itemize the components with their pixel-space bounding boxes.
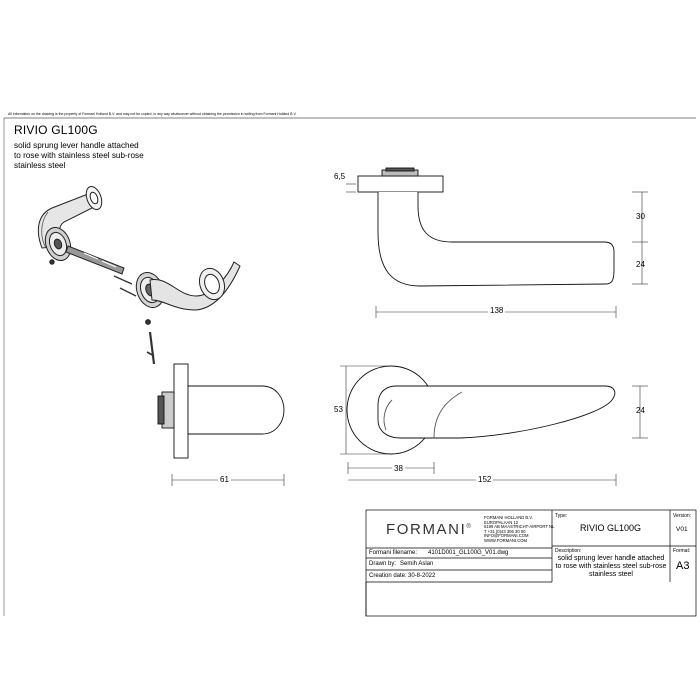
company-line-5: INFO@FORMANI.COM [484,533,529,539]
dim-top-width: 24 [636,406,645,415]
version-label: Version: [673,513,692,519]
company-line-6: WWW.FORMANI.COM [484,537,528,543]
dim-height-lower: 24 [636,260,645,269]
dim-top-length: 152 [476,475,494,484]
company-line-3: 6199 AB MAASTRICHT-AIRPORT NL [484,524,555,530]
description-line-2: to rose with stainless steel sub-rose [555,563,667,571]
front-lever [187,385,285,435]
right-lever-body [149,261,241,311]
dim-height-upper: 30 [636,212,645,221]
hex-key [148,331,156,365]
format-label: Format: [673,548,691,554]
top-view [346,365,616,455]
subtitle-line-2: to rose with stainless steel sub-rose [14,151,144,160]
version-value: V01 [676,526,688,533]
drawing-title: RIVIO GL100G [14,123,98,137]
side-lever [377,192,615,287]
front-rose [173,363,189,459]
company-line-1: FORMANI HOLLAND B.V. [484,515,533,520]
format-value: A3 [676,560,690,572]
front-view [157,363,285,459]
creation-date-label: Creation date: [369,573,407,579]
description-block: solid sprung lever handle attached to ro… [552,555,670,580]
dim-front-depth: 61 [218,475,231,484]
type-value: RIVIO GL100G [580,523,642,533]
copyright-disclaimer: All information on the drawing is the pr… [8,112,297,116]
dim-side-length: 138 [488,306,506,315]
filename-label: Formani filename: [369,550,418,556]
creation-date-value: 30-8-2022 [408,573,436,579]
dim-top-rose-depth: 38 [392,464,405,473]
spindle [65,245,125,275]
subtitle-line-1: solid sprung lever handle attached [14,141,139,150]
subtitle-line-3: stainless steel [14,161,66,170]
grub-screw [145,319,151,325]
screw-left [49,259,55,265]
drawn-by-label: Drawn by: [369,561,397,567]
title-block-frame [365,509,697,617]
company-line-2: EUROPALAAN 12 [484,519,519,525]
side-view [357,167,615,287]
dim-front-height: 53 [334,405,343,414]
company-address: FORMANI HOLLAND B.V. EUROPALAAN 12 6199 … [484,515,555,544]
dim-rose-thickness: 6,5 [334,172,346,181]
drawn-by-value: Semih Aslan [400,561,434,567]
filename-value: 4101D001_GL100G_V01.dwg [428,550,509,556]
top-lever [377,385,616,439]
company-line-4: T +31 (0)43 306 30 00 [484,528,526,534]
isometric-exploded-view [37,185,241,365]
description-label: Description: [555,548,582,554]
side-rose [357,175,444,193]
formani-logo: FORMANI® [386,521,471,538]
description-line-3: stainless steel [589,571,633,579]
type-label: Type: [555,513,568,519]
description-line-1: solid sprung lever handle attached [557,555,665,562]
